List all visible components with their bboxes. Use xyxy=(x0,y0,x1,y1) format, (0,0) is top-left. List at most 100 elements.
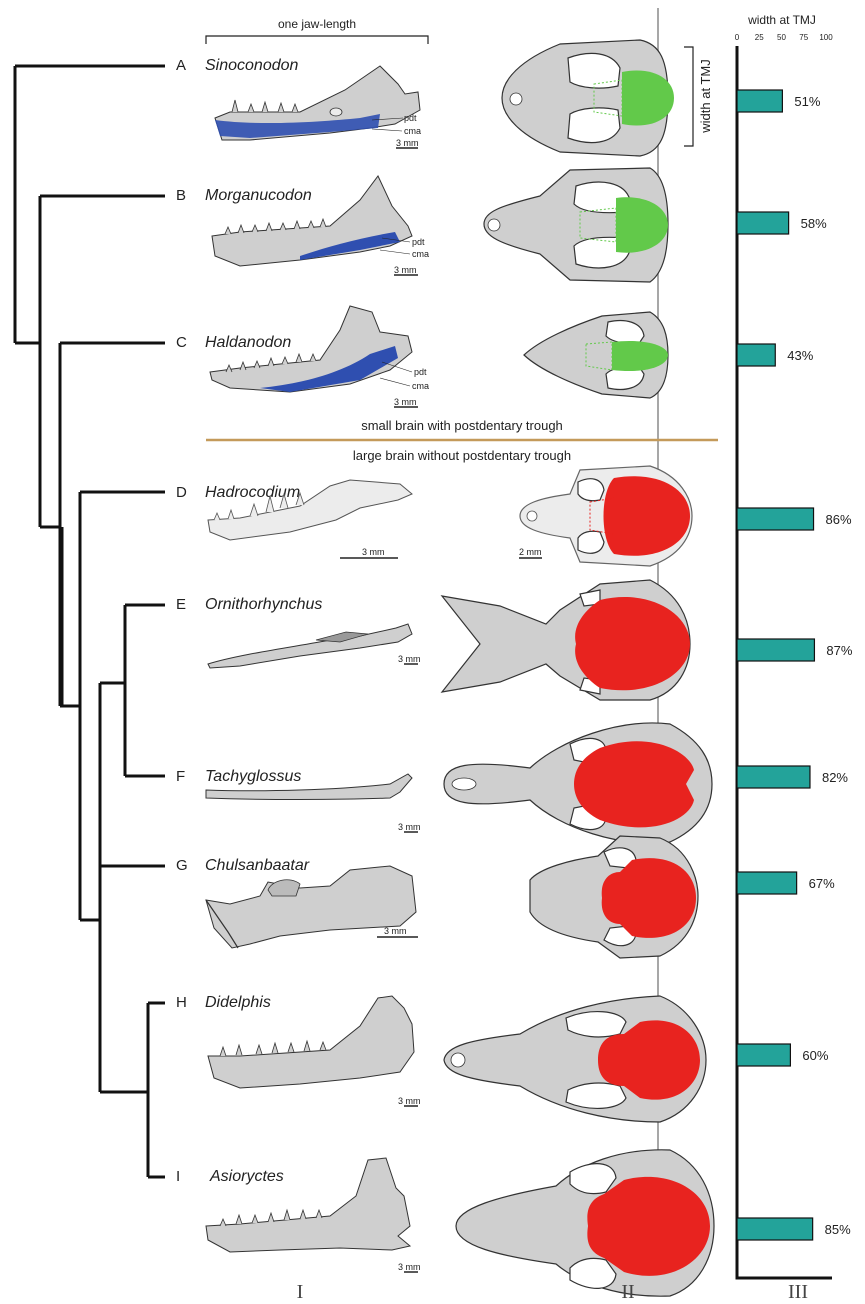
bar-hadrocodium xyxy=(737,508,814,530)
taxon-row-h: H Didelphis 3 mm xyxy=(176,994,706,1122)
taxon-name: Chulsanbaatar xyxy=(205,857,310,874)
taxon-letter: H xyxy=(176,994,187,1011)
taxon-letter: G xyxy=(176,857,188,874)
bar-value-label: 82% xyxy=(822,770,848,785)
bar-value-label: 85% xyxy=(825,1222,851,1237)
bar-didelphis xyxy=(737,1044,790,1066)
taxon-name: Haldanodon xyxy=(205,334,291,351)
x-tick-label: 0 xyxy=(735,33,740,42)
taxon-name: Morganucodon xyxy=(205,187,312,204)
taxon-row-i: I Asioryctes 3 mm xyxy=(176,1150,714,1296)
divider-label-above: small brain with postdentary trough xyxy=(361,418,563,433)
cma-label: cma xyxy=(412,249,429,259)
taxon-name: Ornithorhynchus xyxy=(205,596,322,613)
taxon-letter: C xyxy=(176,334,187,351)
taxon-letter: I xyxy=(176,1168,180,1185)
scale-label: 3 mm xyxy=(394,397,417,407)
tree-branch-efghi xyxy=(80,683,100,1092)
bar-chulsanbaatar xyxy=(737,872,797,894)
scale-label: 3 mm xyxy=(398,822,421,832)
taxon-letter: D xyxy=(176,484,187,501)
pdt-label: pdt xyxy=(404,113,417,123)
taxon-name: Tachyglossus xyxy=(205,768,301,785)
jaw-drawing xyxy=(208,624,412,668)
taxon-row-a: A Sinoconodon pdt cma 3 mm xyxy=(176,40,674,156)
taxon-name: Didelphis xyxy=(205,994,271,1011)
skull-drawing xyxy=(524,312,668,398)
bar-value-label: 43% xyxy=(787,348,813,363)
skull-drawing xyxy=(520,466,692,566)
cma-label: cma xyxy=(412,381,429,391)
taxon-row-g: G Chulsanbaatar 3 mm xyxy=(176,836,698,958)
x-axis-ticks: 0 25 50 75 100 xyxy=(735,33,833,42)
scale-label: 3 mm xyxy=(362,547,385,557)
scale-label: 3 mm xyxy=(396,138,419,148)
skull-drawing xyxy=(444,996,706,1122)
taxon-row-d: D Hadrocodium 3 mm 2 mm xyxy=(176,466,692,566)
column-label-iii: III xyxy=(788,1281,808,1303)
bar-sinoconodon xyxy=(737,90,782,112)
taxon-row-b: B Morganucodon pdt cma 3 mm xyxy=(176,168,668,282)
phylogenetic-tree xyxy=(15,66,165,1177)
bar-value-label: 60% xyxy=(802,1048,828,1063)
x-tick-label: 50 xyxy=(777,33,786,42)
scale-label: 3 mm xyxy=(398,654,421,664)
jaw-drawing xyxy=(215,66,420,140)
bar-tachyglossus xyxy=(737,766,810,788)
tree-branch-hi xyxy=(100,1003,165,1177)
bar-asioryctes xyxy=(737,1218,813,1240)
jaw-length-label: one jaw-length xyxy=(278,17,356,31)
column-label-ii: II xyxy=(621,1281,634,1303)
cma-label: cma xyxy=(404,126,421,136)
bar-value-label: 86% xyxy=(826,512,852,527)
skull-drawing xyxy=(502,40,674,156)
skull-drawing xyxy=(484,168,668,282)
bar-value-label: 87% xyxy=(826,643,852,658)
taxon-name: Hadrocodium xyxy=(205,484,300,501)
skull-scale-label: 2 mm xyxy=(519,547,542,557)
skull-drawing xyxy=(444,723,712,843)
skull-drawing xyxy=(442,580,690,700)
x-tick-label: 100 xyxy=(819,33,833,42)
column-label-i: I xyxy=(297,1281,304,1303)
taxon-row-e: E Ornithorhynchus 3 mm xyxy=(176,580,690,700)
taxon-letter: A xyxy=(176,57,186,74)
tree-branch-cd xyxy=(60,492,165,920)
pdt-label: pdt xyxy=(412,237,425,247)
bar-value-label: 51% xyxy=(794,94,820,109)
tree-branch-ef xyxy=(100,605,165,776)
bar-morganucodon xyxy=(737,212,789,234)
tmj-width-bar-chart: width at TMJ 0 25 50 75 100 51% 58% 43% 86% 87% 8… xyxy=(735,13,853,1278)
taxon-letter: F xyxy=(176,768,185,785)
divider-label-below: large brain without postdentary trough xyxy=(353,448,571,463)
pdt-label: pdt xyxy=(414,367,427,377)
taxon-row-f: F Tachyglossus 3 mm xyxy=(176,723,712,843)
taxon-name: Asioryctes xyxy=(209,1168,284,1185)
taxon-letter: B xyxy=(176,187,186,204)
bar-value-label: 58% xyxy=(801,216,827,231)
tree-branch-c xyxy=(60,343,165,706)
x-tick-label: 75 xyxy=(799,33,808,42)
taxon-name: Sinoconodon xyxy=(205,57,299,74)
tmj-bracket: width at TMJ xyxy=(684,47,713,146)
tree-branch-root xyxy=(15,66,165,343)
brain-endocast xyxy=(574,741,694,827)
taxon-row-c: C Haldanodon pdt cma 3 mm xyxy=(176,306,668,407)
taxon-letter: E xyxy=(176,596,186,613)
scale-label: 3 mm xyxy=(394,265,417,275)
chart-title: width at TMJ xyxy=(747,13,816,27)
x-tick-label: 25 xyxy=(755,33,764,42)
jaw-length-scale: one jaw-length xyxy=(206,17,428,44)
width-at-tmj-vertical-label: width at TMJ xyxy=(698,59,713,133)
scale-label: 3 mm xyxy=(384,926,407,936)
bar-haldanodon xyxy=(737,344,775,366)
brain-group-divider: small brain with postdentary trough larg… xyxy=(206,418,718,463)
skull-drawing xyxy=(530,836,698,958)
bar-series: 51% 58% 43% 86% 87% 82% 67% 60% 85% xyxy=(737,90,853,1240)
scale-label: 3 mm xyxy=(398,1096,421,1106)
bar-value-label: 67% xyxy=(809,876,835,891)
skull-drawing xyxy=(456,1150,714,1296)
bar-ornithorhynchus xyxy=(737,639,814,661)
scale-label: 3 mm xyxy=(398,1262,421,1272)
